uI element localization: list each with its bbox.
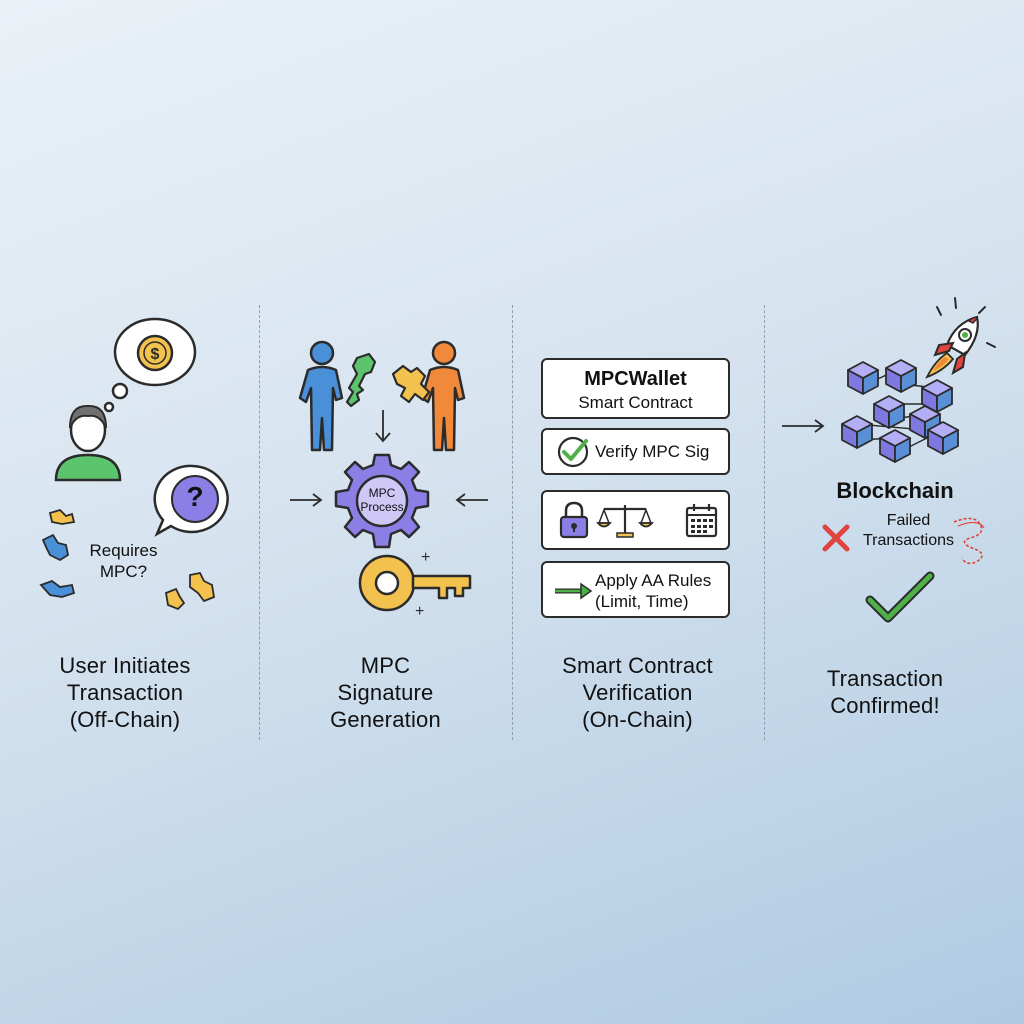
dollar-coin-icon: $: [136, 334, 174, 372]
svg-text:$: $: [151, 346, 160, 363]
x-mark-icon: [822, 524, 850, 552]
arrow-right-icon: [782, 419, 825, 433]
cube-top: [885, 359, 917, 377]
aa-rules-label: Apply AA Rules (Limit, Time): [595, 571, 712, 611]
question-mark-icon: ?: [186, 481, 204, 512]
red-scribble-icon: [953, 517, 985, 565]
arrow-down-icon: [375, 410, 391, 443]
step4-caption: Transaction Confirmed!: [826, 666, 944, 718]
smart-contract-card: MPCWallet Smart Contract: [541, 358, 730, 419]
cube-top: [927, 421, 959, 439]
divider-2: [512, 305, 513, 740]
user-avatar-icon: [54, 404, 122, 482]
verify-sig-label: Verify MPC Sig: [595, 442, 710, 461]
blockchain-title: Blockchain: [836, 478, 954, 503]
arrow-right-green-icon: [555, 582, 593, 600]
arrow-left-icon: [455, 493, 488, 507]
step3-caption: Smart Contract Verification (On-Chain): [562, 653, 713, 732]
checkmark-icon: [865, 571, 935, 623]
divider-3: [764, 305, 765, 740]
rocket-icon: [925, 297, 996, 379]
lock-icon: [559, 501, 589, 539]
person-blue-icon: [298, 340, 344, 452]
cube-top: [879, 429, 911, 447]
mpc-process-label: MPC Process: [360, 486, 404, 514]
svg-text:+: +: [415, 603, 424, 620]
cube-top: [873, 395, 905, 413]
yellow-key-icon: [391, 364, 431, 404]
green-key-icon: [345, 352, 377, 408]
failed-transactions-label: Failed Transactions: [863, 512, 954, 549]
cube-top: [909, 405, 941, 423]
card-title: MPCWallet: [584, 368, 687, 390]
step1-caption: User Initiates Transaction (Off-Chain): [59, 653, 191, 732]
requires-mpc-label: Requires MPC?: [89, 541, 158, 581]
card-subtitle: Smart Contract: [578, 393, 693, 412]
puzzle-pieces-icon: [39, 508, 216, 611]
cube-top: [847, 361, 879, 379]
blockchain-cubes-icon: [841, 359, 959, 463]
scales-icon: [596, 505, 654, 538]
step2-caption: MPC Signature Generation: [330, 653, 441, 732]
aa-rules-card: Apply AA Rules (Limit, Time): [541, 561, 730, 618]
cube-top: [841, 415, 873, 433]
svg-text:+: +: [421, 549, 430, 566]
divider-1: [259, 305, 260, 740]
calendar-icon: [685, 504, 718, 538]
golden-key-icon: + +: [358, 549, 472, 620]
arrow-right-icon: [290, 493, 323, 507]
person-orange-icon: [420, 340, 466, 452]
question-bubble-icon: [153, 464, 229, 537]
rules-icons-card: [541, 490, 730, 550]
checkmark-circle-icon: [557, 436, 589, 468]
gear-icon: [334, 453, 430, 549]
cube-top: [921, 379, 953, 397]
verify-sig-card: Verify MPC Sig: [541, 428, 730, 475]
